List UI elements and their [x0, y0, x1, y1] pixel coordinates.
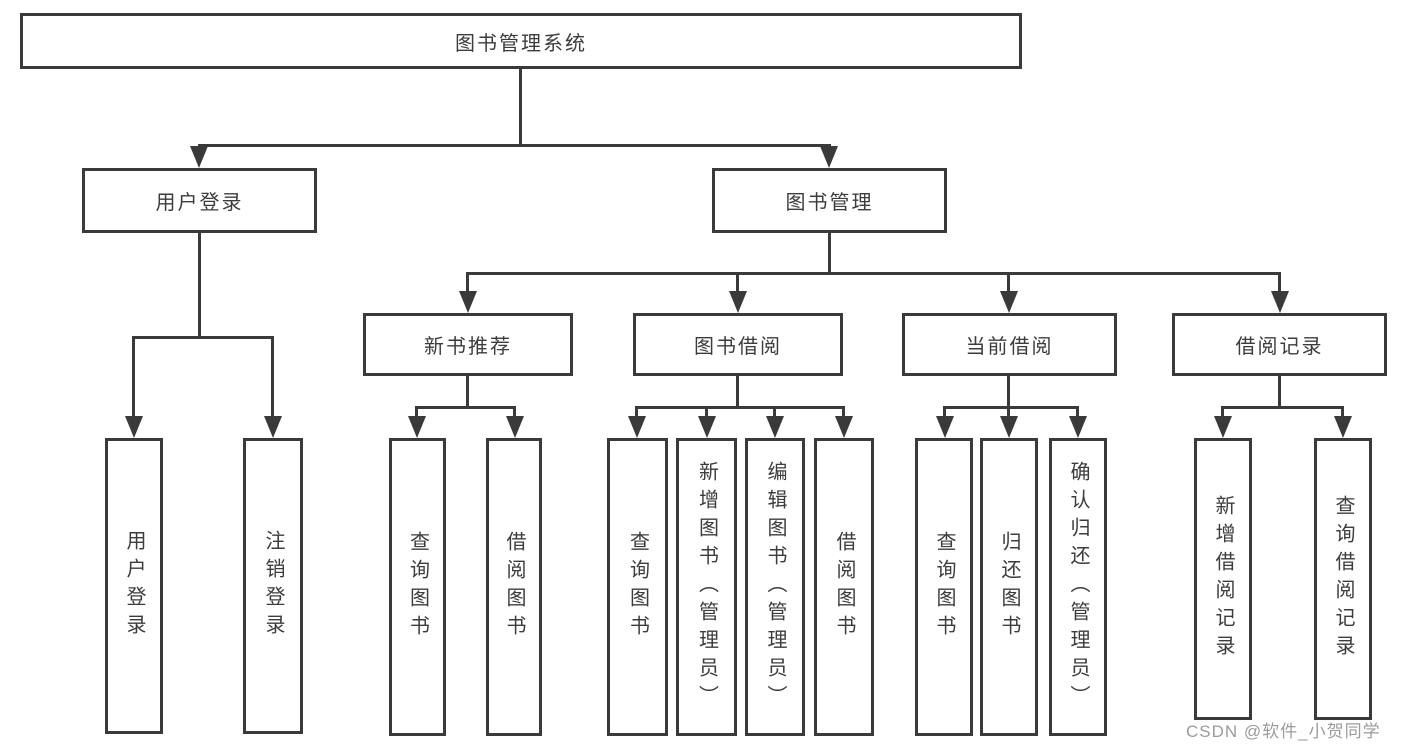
leaf-nb-query-books: 查询图书 [389, 438, 446, 736]
node-library-system-label: 图书管理系统 [455, 32, 587, 55]
node-new-book-recommend: 新书推荐 [363, 313, 573, 376]
csdn-watermark: CSDN @软件_小贺同学 [1186, 722, 1381, 741]
connector-book-mgmt-down [828, 233, 831, 275]
node-book-management-label: 图书管理 [785, 192, 874, 214]
leaf-br-add-record: 新增借阅记录 [1194, 438, 1252, 720]
arrow-down-book-mgmt [820, 146, 838, 168]
connector-current-down [1007, 376, 1010, 409]
connector-records-bar [1221, 406, 1343, 409]
arrow-down-cb-leaf1 [936, 416, 954, 438]
leaf-bb-query-books-label: 查询图书 [626, 531, 649, 643]
connector-user-login-bar [132, 336, 274, 339]
connector-book-borrow-bar [635, 406, 845, 409]
connector-cb-leaf1-stem [943, 406, 946, 418]
leaf-cb-return-books: 归还图书 [980, 438, 1038, 736]
leaf-cb-query-books: 查询图书 [915, 438, 973, 736]
leaf-nb-query-books-label: 查询图书 [406, 531, 429, 643]
node-user-login: 用户登录 [82, 168, 317, 233]
leaf-bb-borrow-books-label: 借阅图书 [833, 531, 855, 643]
arrow-down-borrow-records [1271, 291, 1289, 313]
node-borrowing-records: 借阅记录 [1172, 313, 1387, 376]
leaf-br-query-record-label: 查询借阅记录 [1332, 495, 1354, 663]
connector-records-down [1278, 376, 1281, 409]
leaf-cb-return-books-label: 归还图书 [998, 531, 1020, 643]
arrow-down-nb-leaf2 [506, 416, 524, 438]
connector-bb-leaf3-stem [773, 406, 776, 418]
leaf-user-login-label: 用户登录 [123, 530, 145, 642]
node-library-system: 图书管理系统 [20, 13, 1022, 69]
leaf-cb-confirm-return-admin: 确认归还（管理员） [1049, 438, 1107, 736]
node-current-borrowing-label: 当前借阅 [965, 336, 1054, 358]
leaf-user-login: 用户登录 [105, 438, 163, 734]
leaf-cb-query-books-label: 查询图书 [933, 531, 955, 643]
connector-login-leaf1-stem [132, 336, 135, 418]
arrow-down-login-leaf1 [125, 416, 143, 438]
arrow-down-cb-leaf2 [1000, 416, 1018, 438]
leaf-br-add-record-label: 新增借阅记录 [1212, 495, 1234, 663]
leaf-cb-confirm-return-admin-label: 确认归还（管理员） [1067, 461, 1089, 713]
connector-cb-leaf2-stem [1007, 406, 1010, 418]
arrow-down-br-leaf1 [1214, 416, 1232, 438]
arrow-down-nb-leaf1 [408, 416, 426, 438]
arrow-down-bb-leaf2 [698, 416, 716, 438]
connector-bb-leaf2-stem [705, 406, 708, 418]
connector-root-bar [198, 144, 831, 147]
leaf-bb-edit-books-admin-label: 编辑图书（管理员） [764, 461, 786, 713]
connector-root-stem [519, 69, 522, 145]
connector-user-login-down [198, 233, 201, 339]
connector-bb-leaf1-stem [635, 406, 638, 418]
connector-book-mgmt-bar [466, 272, 1281, 275]
leaf-bb-add-books-admin-label: 新增图书（管理员） [695, 461, 718, 713]
leaf-logout: 注销登录 [243, 438, 303, 734]
arrow-down-cb-leaf3 [1069, 416, 1087, 438]
node-book-management: 图书管理 [712, 168, 947, 233]
leaf-logout-label: 注销登录 [262, 530, 284, 642]
arrow-down-current-borrow [1000, 291, 1018, 313]
connector-bb-leaf4-stem [842, 406, 845, 418]
node-borrowing-records-label: 借阅记录 [1235, 336, 1324, 358]
arrow-down-book-borrow [729, 291, 747, 313]
connector-l3-stem-1 [466, 272, 469, 292]
leaf-bb-add-books-admin: 新增图书（管理员） [676, 438, 737, 736]
leaf-nb-borrow-books-label: 借阅图书 [503, 531, 525, 643]
connector-l3-stem-4 [1278, 272, 1281, 292]
node-user-login-label: 用户登录 [155, 192, 244, 214]
connector-l3-stem-3 [1007, 272, 1010, 292]
connector-login-leaf2-stem [271, 336, 274, 418]
arrow-down-bb-leaf1 [628, 416, 646, 438]
leaf-br-query-record: 查询借阅记录 [1314, 438, 1372, 720]
connector-new-book-bar [415, 406, 516, 409]
arrow-down-br-leaf2 [1334, 416, 1352, 438]
connector-new-book-down [466, 376, 469, 409]
node-current-borrowing: 当前借阅 [902, 313, 1117, 376]
leaf-bb-query-books: 查询图书 [607, 438, 668, 736]
leaf-bb-edit-books-admin: 编辑图书（管理员） [745, 438, 805, 736]
arrow-down-new-book [459, 291, 477, 313]
arrow-down-login-leaf2 [264, 416, 282, 438]
connector-br-leaf1-stem [1221, 406, 1224, 418]
leaf-bb-borrow-books: 借阅图书 [814, 438, 874, 736]
connector-current-bar [943, 406, 1079, 409]
connector-nb-leaf1-stem [415, 406, 418, 418]
leaf-nb-borrow-books: 借阅图书 [486, 438, 542, 736]
node-book-borrowing: 图书借阅 [633, 313, 843, 376]
connector-cb-leaf3-stem [1076, 406, 1079, 418]
arrow-down-user-login [190, 146, 208, 168]
connector-l3-stem-2 [736, 272, 739, 292]
arrow-down-bb-leaf4 [835, 416, 853, 438]
node-new-book-recommend-label: 新书推荐 [424, 336, 512, 358]
node-book-borrowing-label: 图书借阅 [694, 336, 782, 358]
connector-nb-leaf2-stem [513, 406, 516, 418]
arrow-down-bb-leaf3 [766, 416, 784, 438]
connector-br-leaf2-stem [1341, 406, 1344, 418]
connector-book-borrow-down [736, 376, 739, 409]
